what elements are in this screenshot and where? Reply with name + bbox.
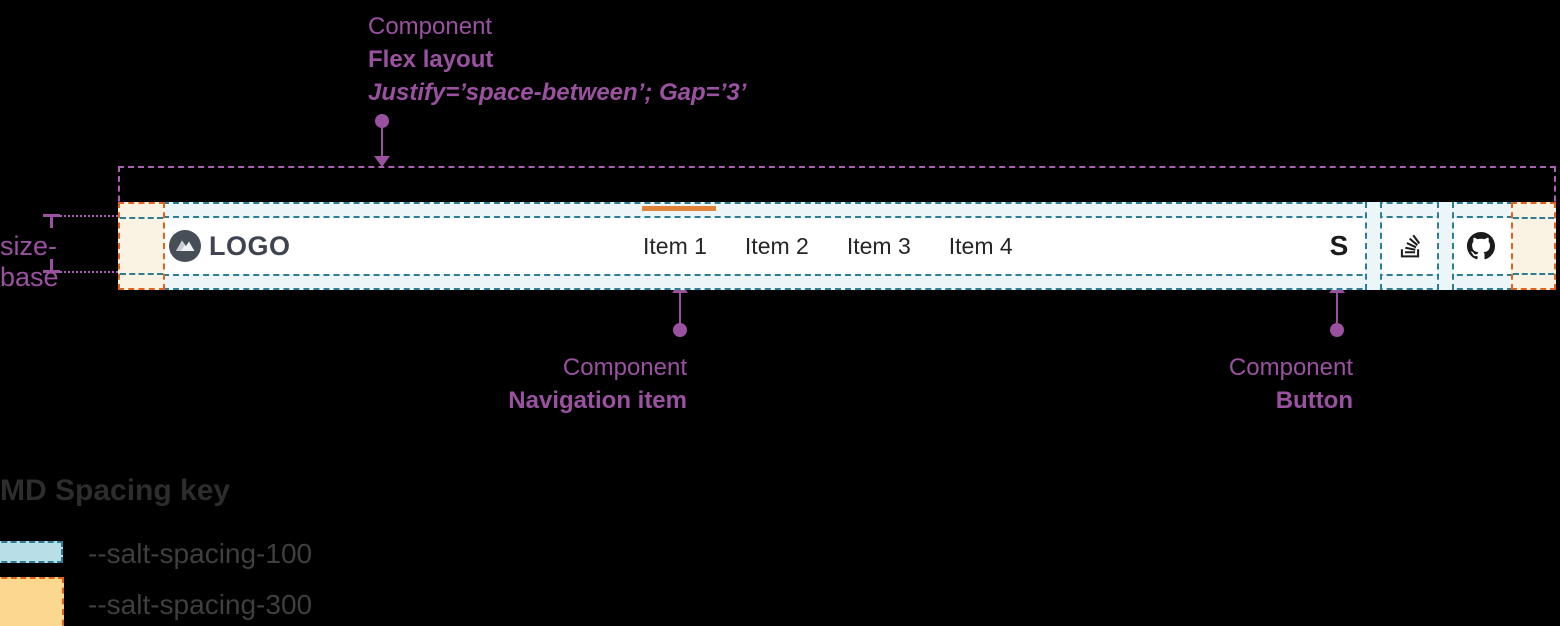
navigation-items: Item 1 Item 2 Item 3 Item 4 [643,218,1013,274]
spacing-100-strip-bottom [163,274,1513,290]
legend-label-spacing-300: --salt-spacing-300 [88,589,313,620]
flex-layout-annotation: Component Flex layout Justify=’space-bet… [368,10,746,109]
active-item-indicator [642,206,716,211]
s-logo-button[interactable]: S [1321,218,1357,274]
navigation-item-annotation: Component Navigation item [387,351,687,417]
legend-title: MD Spacing key [0,474,231,507]
spacing-100-strip-vertical [1365,202,1382,290]
callout-dot [375,114,389,128]
legend-label-spacing-100: --salt-spacing-100 [88,538,313,569]
annotation-component-name: Flex layout [368,46,494,73]
nav-item-4[interactable]: Item 4 [948,232,1013,259]
spacing-300-pad-left [118,202,165,290]
github-icon [1467,232,1495,260]
nav-item-1[interactable]: Item 1 [643,232,707,259]
s-logo-icon: S [1329,230,1349,261]
callout-line [679,292,681,325]
nav-item-3[interactable]: Item 3 [846,232,911,259]
callout-dot [673,323,687,337]
callout-line [381,126,383,160]
callout-line [1336,292,1338,325]
logo-mountain-icon [169,230,201,262]
callout-dot [1330,323,1344,337]
stackoverflow-icon [1400,234,1420,258]
annotation-kicker: Component [1228,354,1353,381]
spacing-100-strip-vertical [1437,202,1454,290]
spacing-100-swatch [0,541,63,563]
nav-item-2[interactable]: Item 2 [744,232,809,259]
annotation-props: Justify=’space-between’; Gap=’3’ [368,79,747,106]
stackoverflow-button[interactable] [1392,218,1428,274]
logo[interactable]: LOGO [165,202,291,290]
button-annotation: Component Button [1053,351,1353,417]
size-base-label: size-base [0,231,59,292]
annotation-kicker: Component [562,354,687,381]
annotation-kicker: Component [368,13,493,40]
annotation-component-name: Button [1275,387,1353,414]
spacing-300-swatch [0,577,64,626]
spacing-300-pad-right [1511,202,1556,290]
navigation-bar: LOGO Item 1 Item 2 Item 3 Item 4 S [118,202,1556,290]
spacing-100-strip-top [163,202,1513,218]
arrow-down-icon [374,156,390,167]
logo-text: LOGO [209,230,291,261]
annotation-component-name: Navigation item [508,387,687,414]
github-button[interactable] [1463,218,1499,274]
